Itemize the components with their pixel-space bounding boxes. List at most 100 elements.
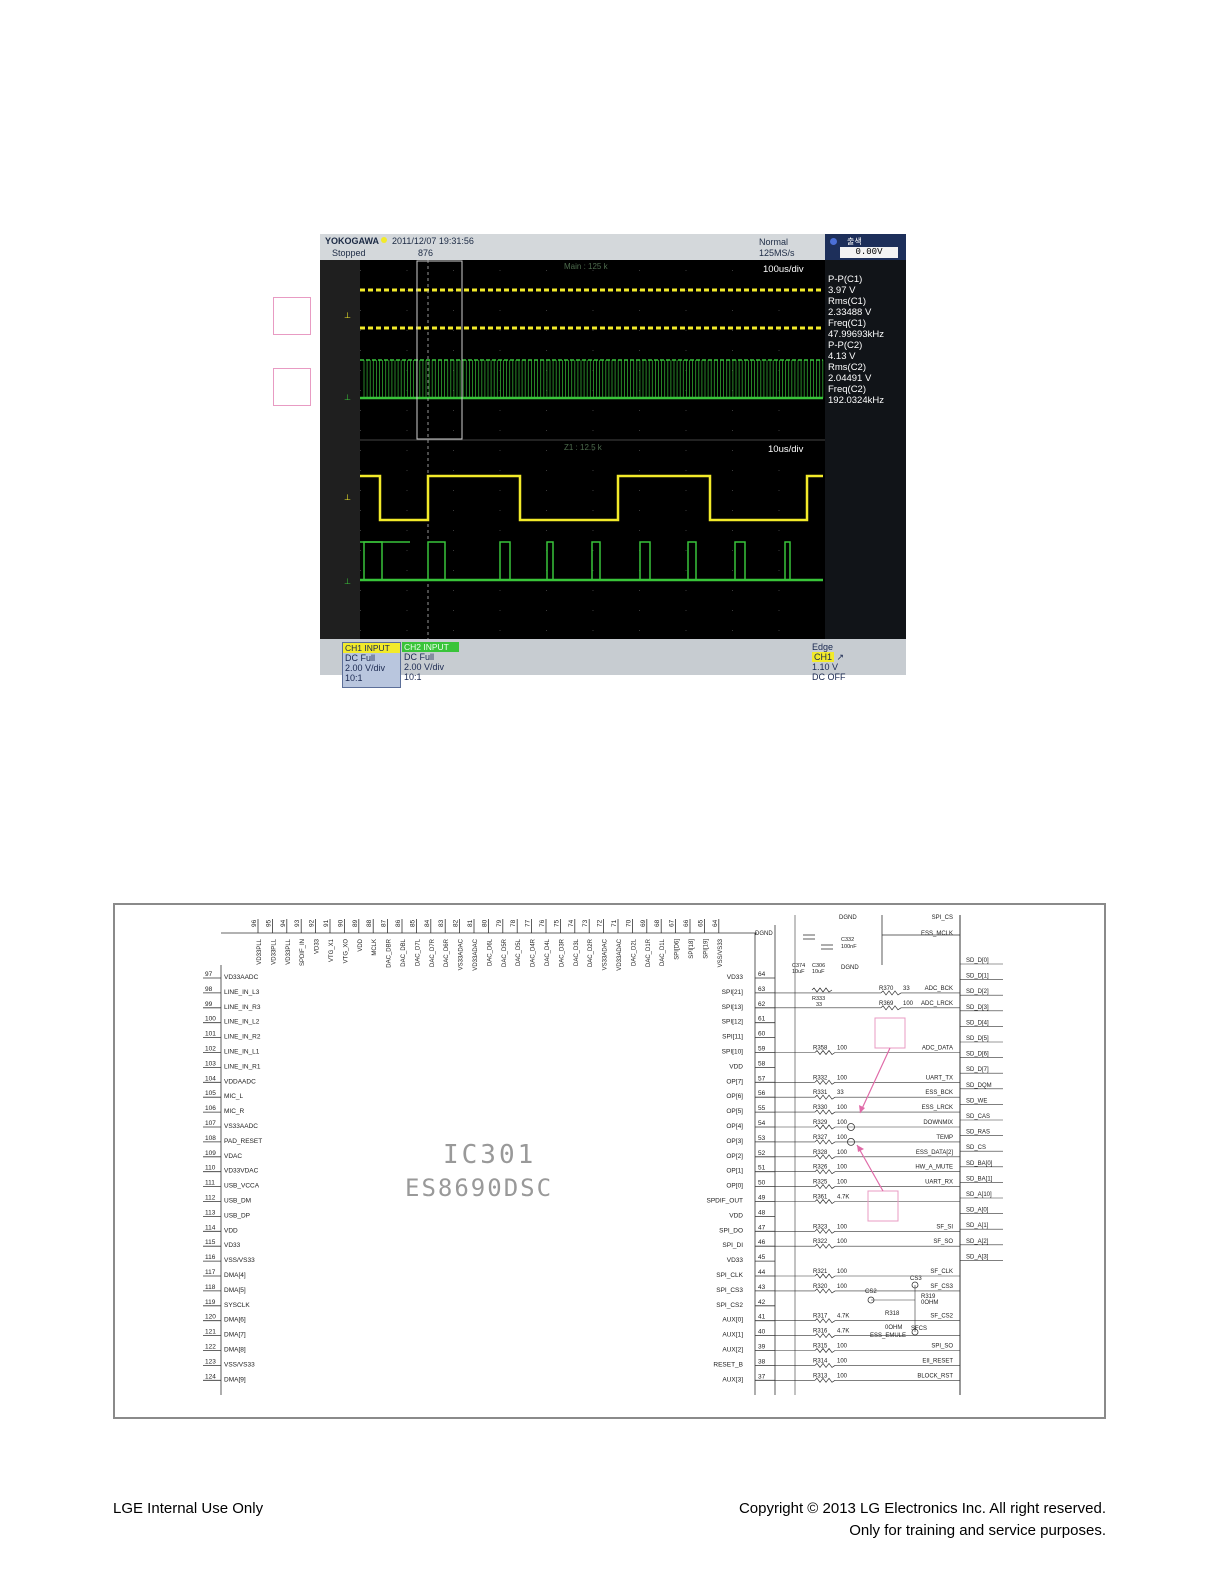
right-pin-name: AUX[3] — [722, 1376, 743, 1383]
grid-dot — [732, 450, 733, 451]
net-label: SFCS — [911, 1326, 927, 1332]
resistor-symbol — [814, 1139, 836, 1145]
grid-dot — [732, 630, 733, 631]
grid-dot — [592, 550, 594, 551]
resistor-value: 100 — [837, 1224, 848, 1230]
top-pin-name: VD33ADAC — [473, 938, 479, 970]
resistor-ref: R361 — [813, 1195, 828, 1201]
right-pin-name: SPI_CLK — [716, 1272, 743, 1279]
resistor-symbol — [814, 1124, 836, 1130]
left-pin-number: 99 — [205, 1001, 213, 1008]
top-pin-number: 87 — [381, 919, 388, 927]
grid-dot — [499, 410, 501, 411]
grid-dot — [685, 410, 687, 411]
resistor-ref: R369 — [879, 1001, 894, 1007]
grid-dot — [732, 610, 733, 611]
left-pin-number: 113 — [205, 1209, 216, 1216]
left-pin-number: 101 — [205, 1031, 216, 1038]
top-pin-name: DAC_D6R — [444, 938, 450, 967]
top-pin-name: DAC_D7L — [415, 938, 421, 966]
test-point-icon — [847, 1123, 855, 1131]
grid-dot — [406, 430, 408, 431]
top-pin-number: 90 — [337, 919, 344, 927]
test-point-icon — [847, 1137, 855, 1146]
resistor-value: 33 — [837, 1090, 844, 1096]
top-pin-number: 95 — [265, 919, 272, 927]
grid-dot — [732, 330, 733, 331]
top-pin-name: VD33 — [315, 938, 321, 954]
resistor-value: 100 — [837, 1135, 848, 1141]
grid-dot — [453, 270, 454, 271]
resistor-symbol — [814, 1333, 836, 1339]
ch1-vdiv: 2.00 V/div — [345, 663, 386, 673]
grid-dot — [639, 590, 640, 591]
right-pin-name: OP[0] — [726, 1183, 743, 1190]
grid-dot — [639, 290, 640, 291]
top-pin-name: DAC_D5L — [516, 938, 522, 966]
left-pin-name: LINE_IN_R2 — [224, 1034, 261, 1041]
top-pin-name: DAC_D1L — [660, 938, 666, 966]
grid-dot — [453, 470, 454, 471]
left-pin-number: 119 — [205, 1299, 216, 1306]
top-pin-number: 75 — [553, 919, 560, 927]
grid-dot — [360, 330, 361, 331]
right-pin-number: 59 — [758, 1046, 766, 1053]
grid-dot — [639, 630, 640, 631]
grid-dot — [499, 490, 501, 491]
resistor-ref: R323 — [813, 1224, 828, 1230]
ch2-zoom-pulse — [591, 541, 601, 581]
net-label: SF_SO — [933, 1239, 953, 1245]
ch2-zoom-pulse — [734, 541, 746, 581]
top-pin-number: 93 — [294, 919, 301, 927]
zoom-window-label: Z1 : 12.5 k — [564, 443, 602, 452]
grid-dot — [406, 630, 408, 631]
measure-line: Rms(C1) — [828, 296, 866, 307]
grid-dot — [592, 350, 594, 351]
grid-dot — [732, 490, 733, 491]
level-value: 0.00V — [840, 247, 898, 258]
ground-label: DGND — [841, 965, 859, 971]
grid-dot — [360, 430, 361, 431]
sd-net-label: SD_D[3] — [966, 1005, 989, 1011]
grid-dot — [778, 450, 780, 451]
resistor-value: 100 — [837, 1105, 848, 1111]
grid-dot — [453, 610, 454, 611]
grid-dot — [360, 490, 361, 491]
net-label: ADC_LRCK — [921, 1001, 953, 1007]
net-label: SPI_CS — [932, 915, 953, 921]
right-pin-name: AUX[0] — [722, 1317, 743, 1324]
right-pin-number: 42 — [758, 1299, 766, 1306]
left-pin-number: 109 — [205, 1150, 216, 1157]
resistor-ref: R331 — [813, 1090, 828, 1096]
net-label: ADC_DATA — [922, 1046, 953, 1052]
right-pin-number: 40 — [758, 1329, 766, 1336]
scope-header: YOKOGAWA 2011/12/07 19:31:56 Stopped 876… — [320, 234, 825, 260]
right-pin-number: 48 — [758, 1209, 766, 1216]
grid-dot — [499, 430, 501, 431]
resistor-ref: R370 — [879, 986, 894, 992]
top-pin-number: 67 — [669, 919, 676, 927]
grid-dot — [453, 630, 454, 631]
left-pin-number: 97 — [205, 971, 213, 978]
resistor-ref: R318 — [885, 1311, 900, 1317]
grid-dot — [546, 610, 547, 611]
top-pin-name: DAC_D3R — [559, 938, 565, 967]
grid-dot — [685, 510, 687, 511]
resistor-ref: R314 — [813, 1358, 828, 1364]
right-pin-number: 39 — [758, 1344, 766, 1351]
top-pin-number: 80 — [481, 919, 488, 927]
grid-dot — [406, 290, 408, 291]
grid-dot — [453, 430, 454, 431]
ch2-probe: 10:1 — [404, 672, 422, 682]
ch1-probe: 10:1 — [345, 673, 363, 683]
top-pin-number: 96 — [251, 919, 258, 927]
right-pin-name: SPI_CS2 — [716, 1302, 743, 1309]
top-pin-name: DAC_DBR — [387, 938, 393, 967]
net-label: ESS_LRCK — [922, 1105, 953, 1111]
right-pin-name: SPI_DO — [719, 1227, 743, 1234]
right-pin-number: 57 — [758, 1075, 766, 1082]
level-label: 출색 — [847, 237, 862, 246]
left-pin-number: 111 — [205, 1180, 215, 1187]
resistor-symbol — [814, 1288, 836, 1294]
ch2-zoom-ground-marker: ⊥ — [344, 577, 351, 586]
